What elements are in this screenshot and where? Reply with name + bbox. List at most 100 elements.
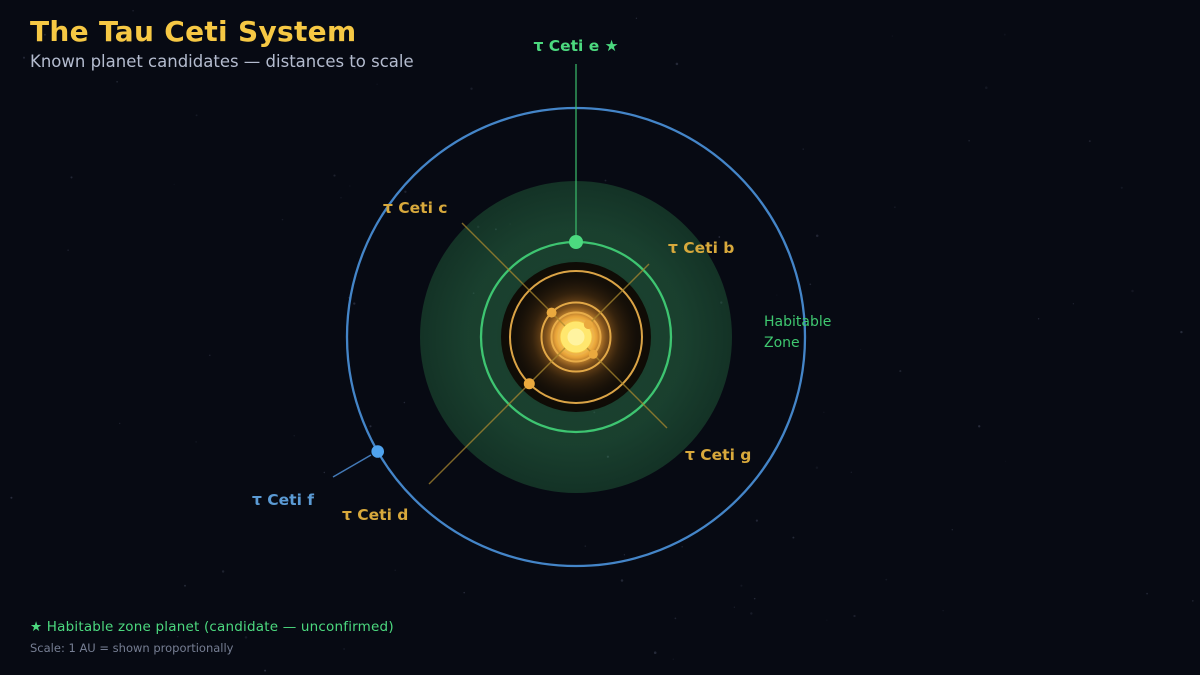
planet-dot-b	[583, 320, 593, 330]
planet-label-b: τ Ceti b	[668, 239, 734, 257]
background-star	[968, 139, 970, 142]
background-star	[244, 636, 248, 639]
background-star	[10, 496, 13, 499]
planet-dot-e	[569, 235, 583, 249]
background-star	[1191, 600, 1194, 602]
background-star	[221, 570, 225, 573]
background-star	[340, 197, 342, 199]
background-star	[584, 545, 587, 547]
background-star	[853, 614, 856, 618]
background-star	[177, 636, 179, 638]
background-star	[1146, 592, 1148, 595]
background-star	[219, 30, 222, 34]
planet-label-g: τ Ceti g	[685, 446, 751, 464]
background-star	[116, 81, 118, 83]
background-star	[755, 519, 758, 522]
planet-label-d: τ Ceti d	[342, 506, 408, 524]
background-star	[67, 249, 69, 251]
orbit-g	[550, 311, 602, 363]
background-star	[376, 83, 378, 86]
background-star	[470, 87, 473, 90]
page-title: The Tau Ceti System	[30, 15, 357, 48]
background-star	[631, 118, 634, 120]
background-star	[119, 422, 121, 425]
background-star	[899, 370, 902, 373]
header: The Tau Ceti System Known planet candida…	[30, 15, 414, 71]
background-star	[850, 471, 852, 473]
background-star	[894, 206, 896, 208]
background-star	[620, 579, 624, 582]
background-star	[394, 569, 396, 571]
leader-line-c-g	[461, 222, 668, 429]
planet-dot-c	[546, 307, 557, 318]
orbit-d	[509, 270, 643, 404]
legend: ★ Habitable zone planet (candidate — unc…	[30, 619, 394, 655]
background-star	[750, 612, 753, 615]
planet-label-f: τ Ceti f	[252, 491, 314, 509]
background-star	[1004, 460, 1006, 462]
background-star	[653, 651, 657, 654]
background-star	[776, 294, 778, 296]
background-star	[1037, 318, 1040, 320]
orbit-c	[540, 301, 612, 373]
background-star	[860, 349, 862, 351]
background-star	[809, 283, 812, 286]
background-star	[70, 176, 73, 179]
background-star	[369, 425, 372, 428]
background-star	[1131, 289, 1134, 293]
background-star	[281, 218, 284, 221]
background-star	[403, 401, 406, 404]
background-star	[1120, 186, 1123, 189]
background-star	[740, 584, 743, 587]
background-star	[815, 234, 819, 237]
leader-line-f	[332, 454, 372, 478]
background-star	[985, 86, 988, 89]
background-star	[942, 610, 944, 612]
background-star	[1088, 140, 1091, 143]
star-core-highlight	[567, 328, 585, 346]
background-star	[753, 597, 756, 600]
background-star	[733, 606, 735, 608]
legend-habitable-note: ★ Habitable zone planet (candidate — unc…	[30, 619, 394, 635]
background-star	[293, 435, 295, 437]
background-star	[1003, 33, 1006, 36]
background-star	[604, 179, 607, 182]
background-star	[826, 619, 828, 621]
background-star	[195, 441, 197, 443]
background-star	[195, 114, 198, 117]
background-star	[802, 148, 804, 150]
background-star	[132, 9, 134, 12]
background-star	[463, 591, 465, 594]
background-star	[349, 185, 351, 187]
planet-dot-d	[523, 378, 535, 390]
planet-label-c: τ Ceti c	[383, 199, 447, 217]
background-star	[885, 578, 888, 581]
background-star	[675, 62, 679, 66]
habitable-zone-label-line1: Habitable	[764, 314, 831, 330]
background-star	[319, 41, 321, 43]
background-star	[891, 35, 893, 37]
background-star	[353, 302, 356, 305]
background-star	[184, 584, 186, 587]
planet-dot-f	[371, 445, 385, 458]
leader-line-d-b	[428, 263, 650, 485]
background-star	[672, 658, 674, 660]
background-star	[43, 33, 46, 36]
orbit-b	[557, 318, 595, 356]
background-star	[1180, 330, 1183, 334]
planet-dot-g	[588, 349, 598, 359]
background-star	[815, 466, 819, 470]
background-star	[623, 554, 626, 556]
background-star	[343, 648, 345, 650]
background-star	[173, 183, 175, 185]
background-star	[354, 67, 357, 70]
starfield	[10, 9, 1194, 672]
background-star	[264, 669, 267, 672]
background-star	[323, 471, 326, 474]
background-star	[674, 617, 677, 620]
background-star	[635, 17, 638, 19]
planet-label-e: τ Ceti e ★	[533, 37, 618, 55]
background-star	[792, 536, 795, 539]
background-star	[951, 529, 953, 531]
